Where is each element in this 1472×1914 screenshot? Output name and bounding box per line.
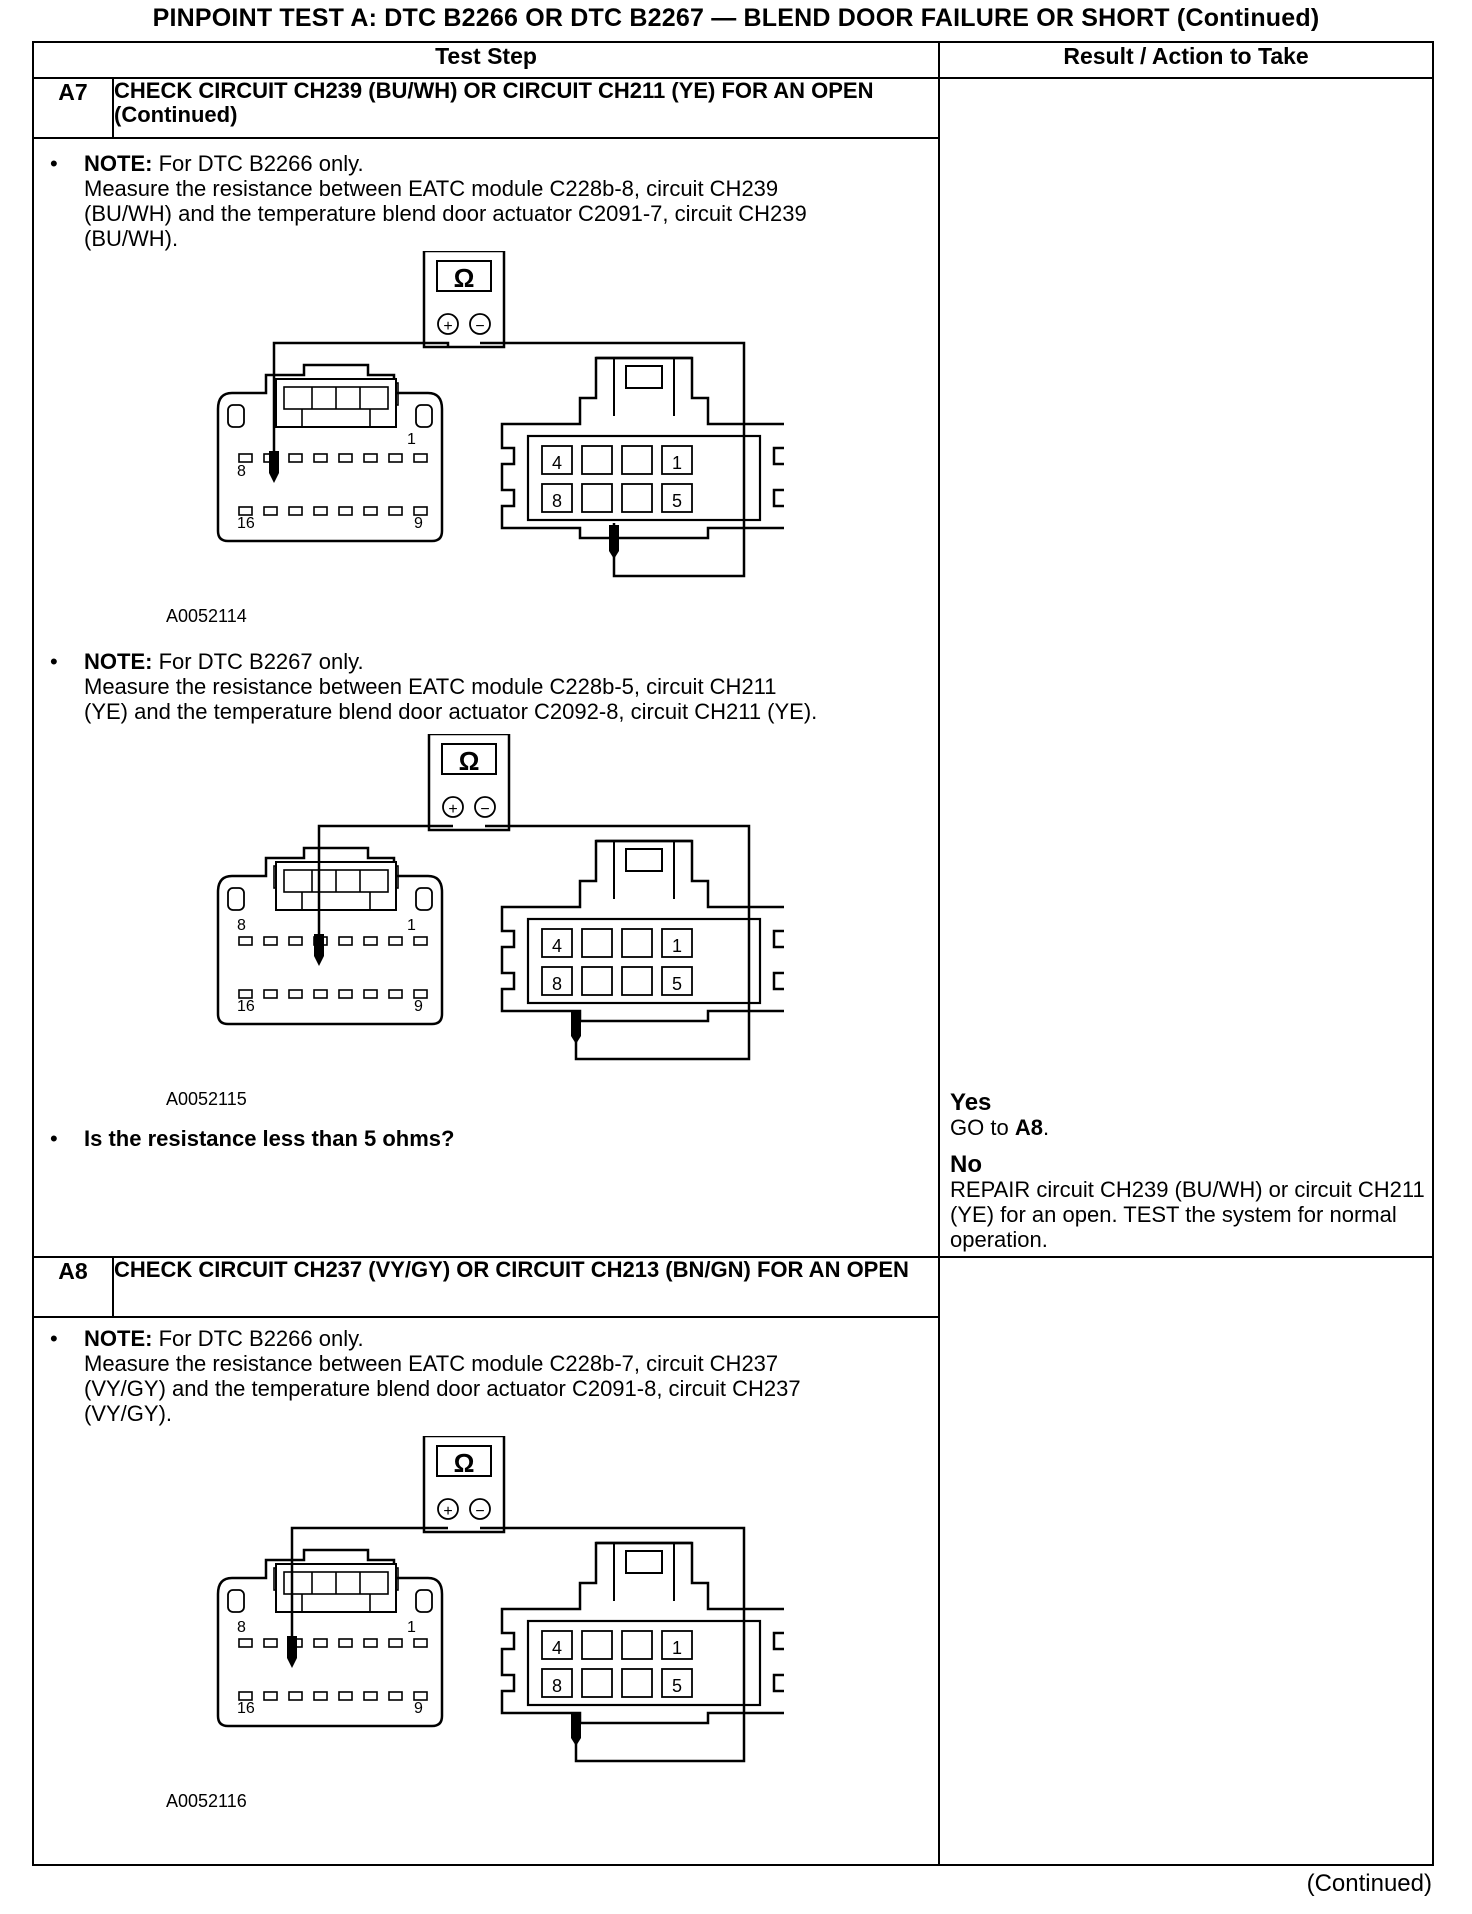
bullet-dot: • — [50, 1326, 58, 1351]
diagram-a0052115: Ω + − 8 1 16 9 4 1 8 5 — [84, 732, 938, 1089]
pin-label-1: 1 — [407, 431, 416, 448]
diagram-a0052114: Ω + − 8 1 16 9 4 1 8 5 — [84, 249, 938, 606]
column-header-result: Result / Action to Take — [938, 41, 1435, 79]
pin-label-9: 9 — [414, 998, 423, 1015]
ohm-symbol: Ω — [459, 746, 480, 776]
result-cell-a7: Yes GO to A8. No REPAIR circuit CH239 (B… — [938, 77, 1435, 1258]
result-no-action: REPAIR circuit CH239 (BU/WH) or circuit … — [950, 1177, 1425, 1252]
probe-tip-icon — [609, 525, 619, 559]
actuator-pin-1: 1 — [672, 936, 682, 956]
actuator-pin-4: 4 — [552, 1638, 562, 1658]
step-title-a8: CHECK CIRCUIT CH237 (VY/GY) OR CIRCUIT C… — [111, 1256, 941, 1318]
pinpoint-test-table: Test Step Result / Action to Take A7 CHE… — [31, 41, 1435, 1866]
actuator-pin-4: 4 — [552, 453, 562, 473]
probe-tip-icon — [287, 1636, 297, 1668]
figure-id: A0052114 — [166, 606, 247, 626]
meter-lead-positive — [290, 1526, 448, 1641]
ohm-symbol: Ω — [454, 263, 475, 293]
probe-tip-icon — [314, 934, 324, 966]
note-text: For DTC B2266 only. — [158, 1326, 364, 1351]
instruction-text: Measure the resistance between EATC modu… — [84, 176, 807, 251]
note-text: For DTC B2267 only. — [158, 649, 364, 674]
result-yes-label: Yes — [950, 1089, 992, 1116]
actuator-pin-8: 8 — [552, 974, 562, 994]
ohmmeter-diagram: Ω + − 8 1 16 9 4 1 8 5 — [216, 732, 788, 1061]
plus-terminal-label: + — [443, 318, 452, 335]
minus-terminal-label: − — [475, 318, 484, 335]
step-body-a8: • NOTE: For DTC B2266 only. Measure the … — [31, 1316, 941, 1866]
step-body-a7: • NOTE: For DTC B2266 only. Measure the … — [31, 137, 941, 1258]
column-header-test-step: Test Step — [31, 41, 941, 79]
step-title-a7: CHECK CIRCUIT CH239 (BU/WH) OR CIRCUIT C… — [111, 77, 941, 139]
actuator-pin-5: 5 — [672, 491, 682, 511]
note-label: NOTE: — [84, 151, 153, 176]
continued-footer: (Continued) — [1306, 1870, 1432, 1897]
bullet-dot: • — [50, 151, 58, 176]
probe-tip-icon — [269, 451, 279, 483]
actuator-pin-5: 5 — [672, 974, 682, 994]
pin-label-8: 8 — [237, 1619, 246, 1636]
pin-label-8: 8 — [237, 917, 246, 934]
actuator-pin-1: 1 — [672, 453, 682, 473]
pin-label-16: 16 — [237, 998, 255, 1015]
actuator-pin-8: 8 — [552, 1676, 562, 1696]
bullet-dot: • — [50, 1126, 58, 1151]
meter-lead-positive — [272, 341, 450, 454]
page-title: PINPOINT TEST A: DTC B2266 OR DTC B2267 … — [152, 4, 1320, 32]
yes-action-suffix: . — [1042, 1115, 1050, 1140]
result-no-label: No — [950, 1151, 983, 1178]
actuator-pin-4: 4 — [552, 936, 562, 956]
result-block-a7: Yes GO to A8. No REPAIR circuit CH239 (B… — [950, 1090, 1430, 1252]
actuator-pin-8: 8 — [552, 491, 562, 511]
probe-tip-icon — [571, 1012, 581, 1044]
ohmmeter-diagram: Ω + − 8 1 16 9 4 1 8 5 — [216, 1434, 788, 1763]
pin-label-9: 9 — [414, 515, 423, 532]
diagram-a0052116: Ω + − 8 1 16 9 4 1 8 5 — [84, 1434, 938, 1791]
result-cell-a8 — [938, 1256, 1435, 1866]
pin-label-1: 1 — [407, 1619, 416, 1636]
pin-label-8: 8 — [237, 463, 246, 480]
step-item-a7-1: • NOTE: For DTC B2266 only. Measure the … — [34, 151, 938, 251]
plus-terminal-label: + — [448, 801, 457, 818]
pin-label-9: 9 — [414, 1700, 423, 1717]
instruction-text: Measure the resistance between EATC modu… — [84, 1351, 801, 1426]
ohm-symbol: Ω — [454, 1448, 475, 1478]
result-yes-action: GO to A8. — [950, 1115, 1430, 1140]
instruction-text: Measure the resistance between EATC modu… — [84, 674, 818, 724]
figure-id: A0052116 — [166, 1791, 247, 1811]
note-label: NOTE: — [84, 649, 153, 674]
step-question-a7: • Is the resistance less than 5 ohms? — [34, 1126, 938, 1151]
note-text: For DTC B2266 only. — [158, 151, 364, 176]
step-item-a7-2: • NOTE: For DTC B2267 only. Measure the … — [34, 649, 938, 724]
probe-tip-icon — [571, 1714, 581, 1746]
yes-action-target: A8 — [1014, 1115, 1043, 1140]
minus-terminal-label: − — [475, 1503, 484, 1520]
note-label: NOTE: — [84, 1326, 153, 1351]
step-id-a8: A8 — [32, 1256, 114, 1318]
actuator-pin-1: 1 — [672, 1638, 682, 1658]
minus-terminal-label: − — [480, 801, 489, 818]
meter-lead-positive — [317, 824, 453, 939]
ohmmeter-diagram: Ω + − 8 1 16 9 4 1 8 5 — [216, 249, 788, 578]
actuator-pin-5: 5 — [672, 1676, 682, 1696]
step-id-a7: A7 — [32, 77, 114, 139]
pin-label-16: 16 — [237, 1700, 255, 1717]
pin-label-1: 1 — [407, 917, 416, 934]
question-text: Is the resistance less than 5 ohms? — [84, 1126, 455, 1151]
bullet-dot: • — [50, 649, 58, 674]
plus-terminal-label: + — [443, 1503, 452, 1520]
figure-id: A0052115 — [166, 1089, 247, 1109]
step-item-a8-1: • NOTE: For DTC B2266 only. Measure the … — [34, 1326, 938, 1426]
yes-action-text: GO to — [950, 1115, 1015, 1140]
pin-label-16: 16 — [237, 515, 255, 532]
